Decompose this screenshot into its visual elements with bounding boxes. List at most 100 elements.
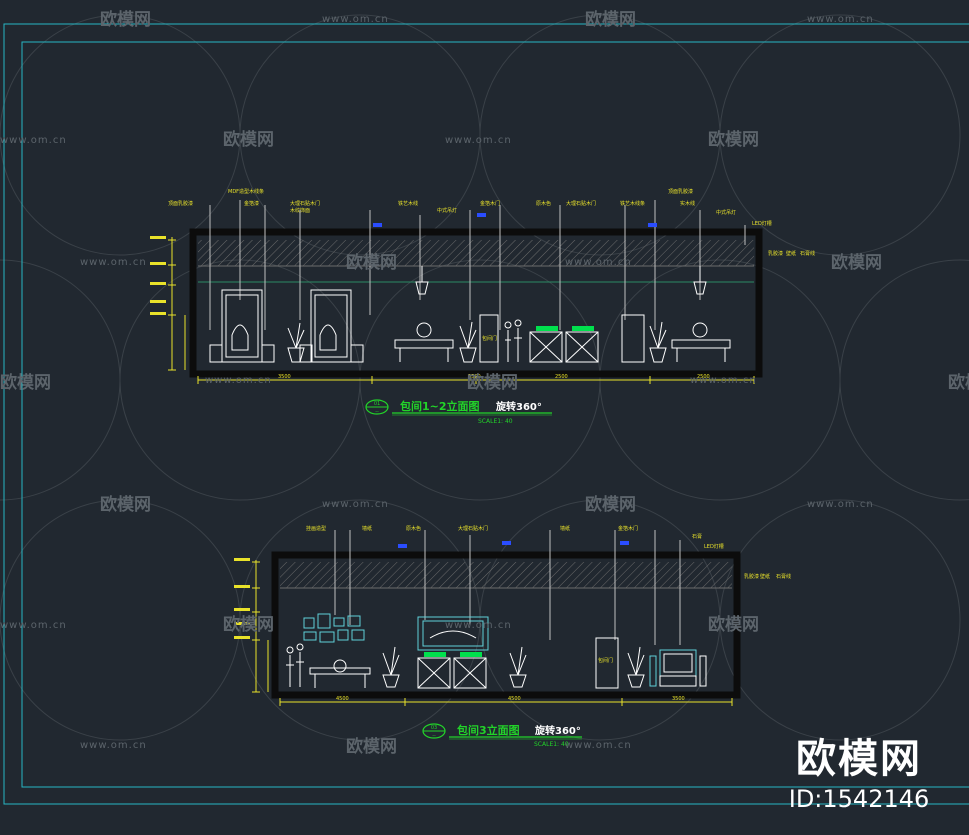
title-badge-bottom-2: -- [432,733,436,739]
wm-logo-3: 欧模网 [708,129,759,150]
cabinet-2 [417,657,451,689]
wm-url-13: www.om.cn [565,740,632,751]
annotation-1-1: MDF造型木线条 [228,188,264,195]
dim-2-0: 4500 [336,696,349,702]
vase-plant-2 [459,347,477,363]
wm-logo-0: 欧模网 [100,9,151,30]
annotation-2-0: 挂画造型 [306,525,326,532]
dim-1-0: 3500 [278,374,291,380]
title-2: 包间3立面图 [456,723,520,737]
wm-url-2: www.om.cn [0,135,67,146]
annotation-1-12: 中式吊灯 [437,207,457,214]
label-mid-1: 包间门 [482,335,497,342]
screen-panel-right [310,289,352,363]
side-labels-2: 乳胶漆 壁纸 石膏线 [744,573,791,580]
annotation-1-13: LED灯槽 [752,220,772,227]
wm-url-11: www.om.cn [445,620,512,631]
annotation-2-5: 金箔木门 [618,525,638,532]
vase-plant-3 [649,347,667,363]
side-label-2-0: 乳胶漆 [744,573,759,580]
pendant-lamp-2 [693,281,707,295]
title-badge-top-2: 03 [431,725,437,731]
wm-url-12: www.om.cn [80,740,147,751]
picture-frames [303,613,365,643]
title-block-1: 01 -- 包间1~2立面图 旋转360° SCALE1: 40 [365,399,552,425]
wall-outline-2 [271,551,741,699]
side-labels-1: 乳胶漆 壁纸 石膏线 [768,250,815,257]
pendant-lamp-1 [415,281,429,295]
title-block-2: 03 -- 包间3立面图 旋转360° SCALE1: 40 [422,723,582,748]
annotation-2-1: 墙纸 [362,525,372,532]
wall-outline [189,228,763,378]
elevation-drawing-1: 顶面乳胶漆 MDF造型木线条 金箔漆 大理石贴木门 木纹饰面 铁艺木线 金箔木门… [150,188,815,425]
annotation-2-3: 大理石贴木门 [458,525,488,532]
vase-plant-5 [509,674,527,688]
dim-1-2: 2500 [555,374,568,380]
wm-url-7: www.om.cn [690,375,757,386]
wm-logo-8: 欧模网 [948,372,969,393]
wm-logo-9: 欧模网 [100,494,151,515]
annotation-1-3: 大理石贴木门 [290,200,320,207]
wm-logo-11: 欧模网 [223,614,274,635]
dim-1-3: 2500 [697,374,710,380]
label-mid-2: 包间门 [598,657,613,664]
dim-1-1: 3500 [468,374,481,380]
annotation-1-14: 中式吊灯 [716,209,736,216]
ceiling-hatch [198,240,754,266]
model-id: ID:1542146 [788,785,930,813]
elevation-drawing-2: 挂画造型 墙纸 原木色 大理石贴木门 墙纸 金箔木门 石膏 LED灯槽 乳胶漆 … [234,525,791,748]
bottom-dims-2 [279,698,733,706]
title-badge-top-1: 01 [374,401,380,407]
wm-logo-2: 欧模网 [223,129,274,150]
annotation-1-10: 顶面乳胶漆 [668,188,693,195]
wm-logo-12: 欧模网 [708,614,759,635]
people-figures-1 [505,328,522,362]
brand-name: 欧模网 [796,736,922,782]
side-label-1-1: 壁纸 [786,250,796,257]
rotation-2: 旋转360° [534,724,581,737]
annotation-1-4: 木纹饰面 [290,207,310,214]
vase-plant-1 [287,347,305,363]
wm-url-4: www.om.cn [80,257,147,268]
side-label-2-1: 壁纸 [760,573,770,580]
title-1: 包间1~2立面图 [399,399,480,413]
door-frame-2 [595,637,619,689]
ceiling-hatch-2 [280,562,732,588]
wm-logo-1: 欧模网 [585,9,636,30]
scale-2: SCALE1: 40 [534,741,569,748]
annotations-2: 挂画造型 墙纸 原木色 大理石贴木门 墙纸 金箔木门 石膏 LED灯槽 [306,525,724,550]
wm-url-0: www.om.cn [322,14,389,25]
wm-url-1: www.om.cn [807,14,874,25]
annotation-1-2: 金箔漆 [244,200,259,207]
wm-url-10: www.om.cn [0,620,67,631]
leader-lines-2 [334,530,681,645]
dining-table-3 [309,667,371,675]
screen-panel-left [221,289,263,363]
dim-2-1: 4500 [508,696,521,702]
annotation-1-8: 大理石贴木门 [566,200,596,207]
annotation-1-11: 实木线 [680,200,695,207]
brand-watermark: 欧模网 ID:1542146 [779,735,939,813]
annotation-2-2: 原木色 [406,525,421,532]
door-frame-1 [479,314,499,363]
watermark-logos: 欧模网 欧模网 欧模网 欧模网 欧模网 欧模网 欧模网 欧模网 欧模网 欧模网 … [0,9,969,757]
wm-url-5: www.om.cn [565,257,632,268]
vase-plant-6 [627,674,645,688]
dim-2-2: 3500 [672,696,685,702]
annotation-1-6: 金箔木门 [480,200,500,207]
markers-2 [398,541,629,548]
bottom-dims-1 [197,376,755,384]
wm-logo-6: 欧模网 [0,372,51,393]
annotation-1-9: 铁艺木线条 [620,200,645,207]
wm-url-8: www.om.cn [322,499,389,510]
markers-1 [373,213,657,227]
side-label-1-0: 乳胶漆 [768,250,783,257]
dining-table-2 [671,339,731,349]
cabinet-1 [529,331,563,363]
left-dims-1 [168,237,186,371]
leader-lines-1 [209,200,746,330]
wm-logo-4: 欧模网 [346,252,397,273]
furniture-1 [209,266,731,363]
annotation-2-4: 墙纸 [560,525,570,532]
